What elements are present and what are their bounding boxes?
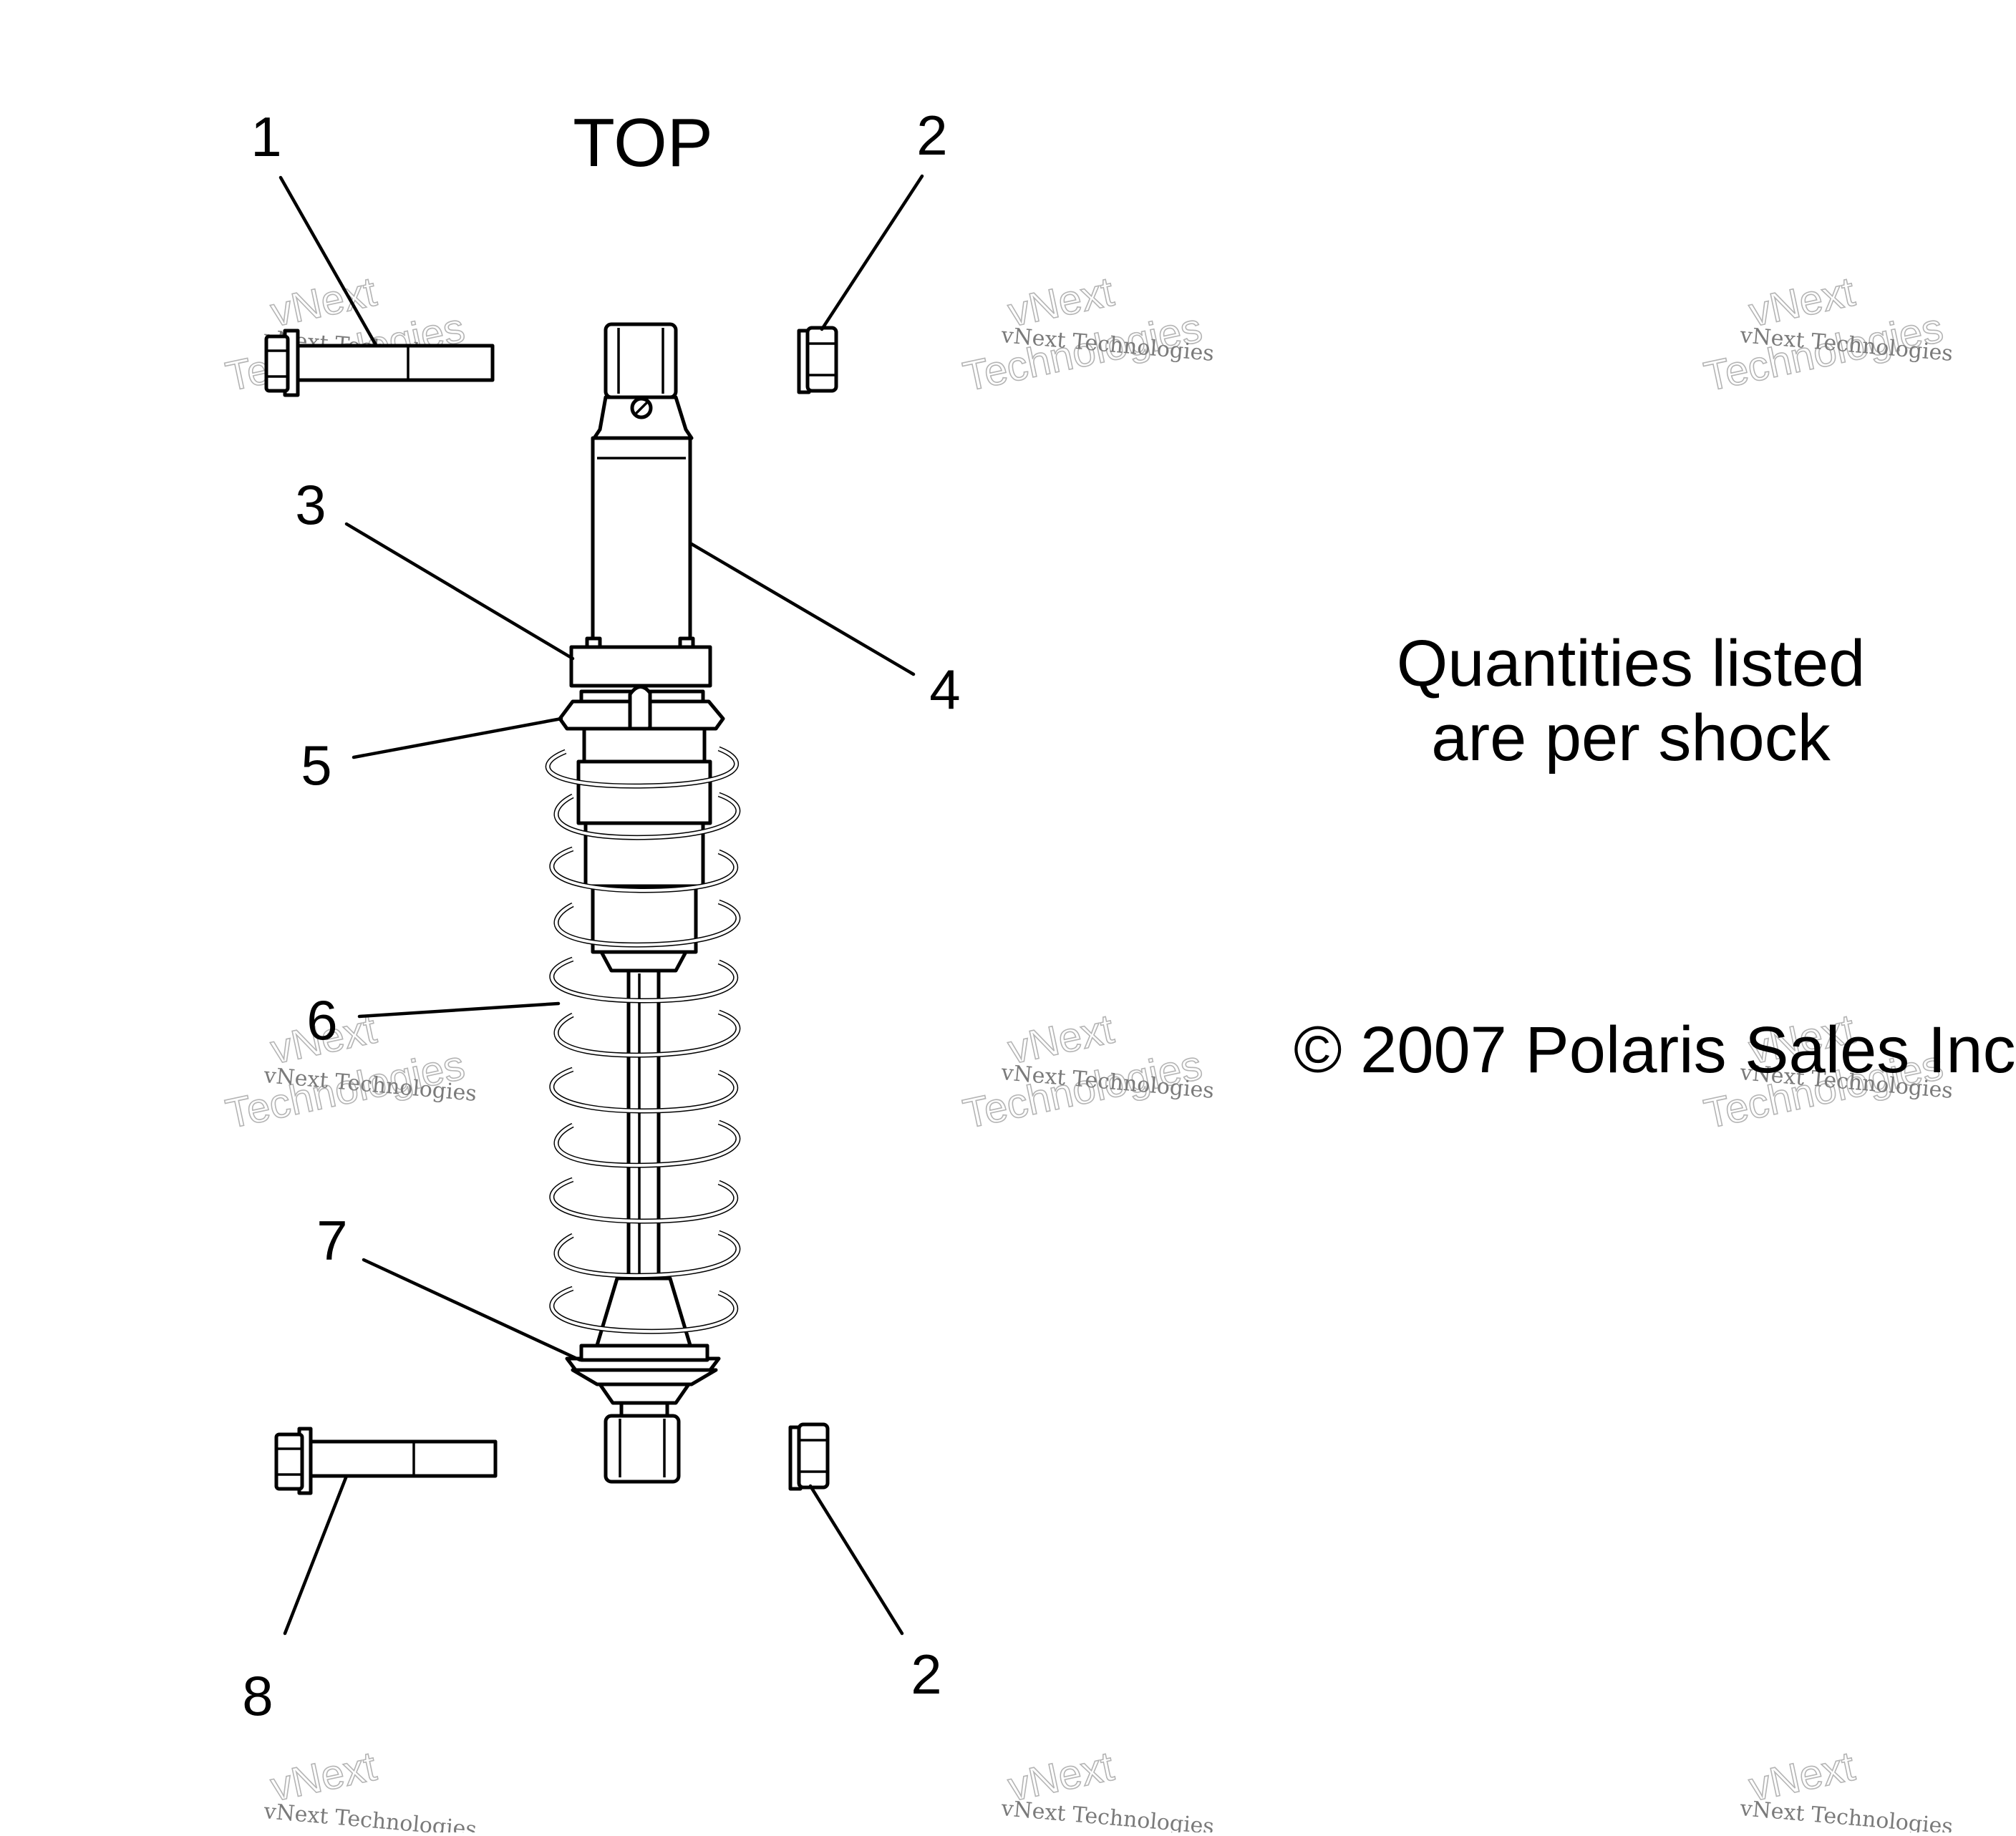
watermark-text: vNext Technologies [262, 1799, 478, 1832]
callout-8: 8 [242, 1664, 273, 1727]
watermark-text: vNext Technologies [999, 1796, 1215, 1832]
callout-7: 7 [316, 1209, 347, 1272]
callout-1: 1 [251, 105, 281, 168]
bottom-nut [788, 1422, 830, 1491]
callout-3: 3 [295, 473, 326, 536]
shock-absorber [545, 322, 741, 1484]
top-label: TOP [573, 105, 713, 181]
leader-lines [278, 174, 924, 1636]
callout-2-top: 2 [916, 104, 947, 167]
callouts: 1 2 3 4 5 6 7 8 2 [242, 104, 960, 1727]
copyright-notice: © 2007 Polaris Sales Inc. [1294, 1014, 2016, 1087]
callout-5: 5 [301, 734, 331, 797]
quantities-note-line1: Quantities listed [1397, 627, 1866, 700]
callout-2-bottom: 2 [911, 1643, 941, 1706]
top-bolt [264, 329, 495, 397]
watermark-text: vNext Technologies [1738, 1796, 1954, 1832]
callout-4: 4 [929, 658, 960, 721]
top-nut [797, 326, 838, 394]
bottom-bolt [274, 1427, 498, 1495]
quantities-note-line2: are per shock [1431, 701, 1831, 774]
callout-6: 6 [306, 989, 337, 1051]
